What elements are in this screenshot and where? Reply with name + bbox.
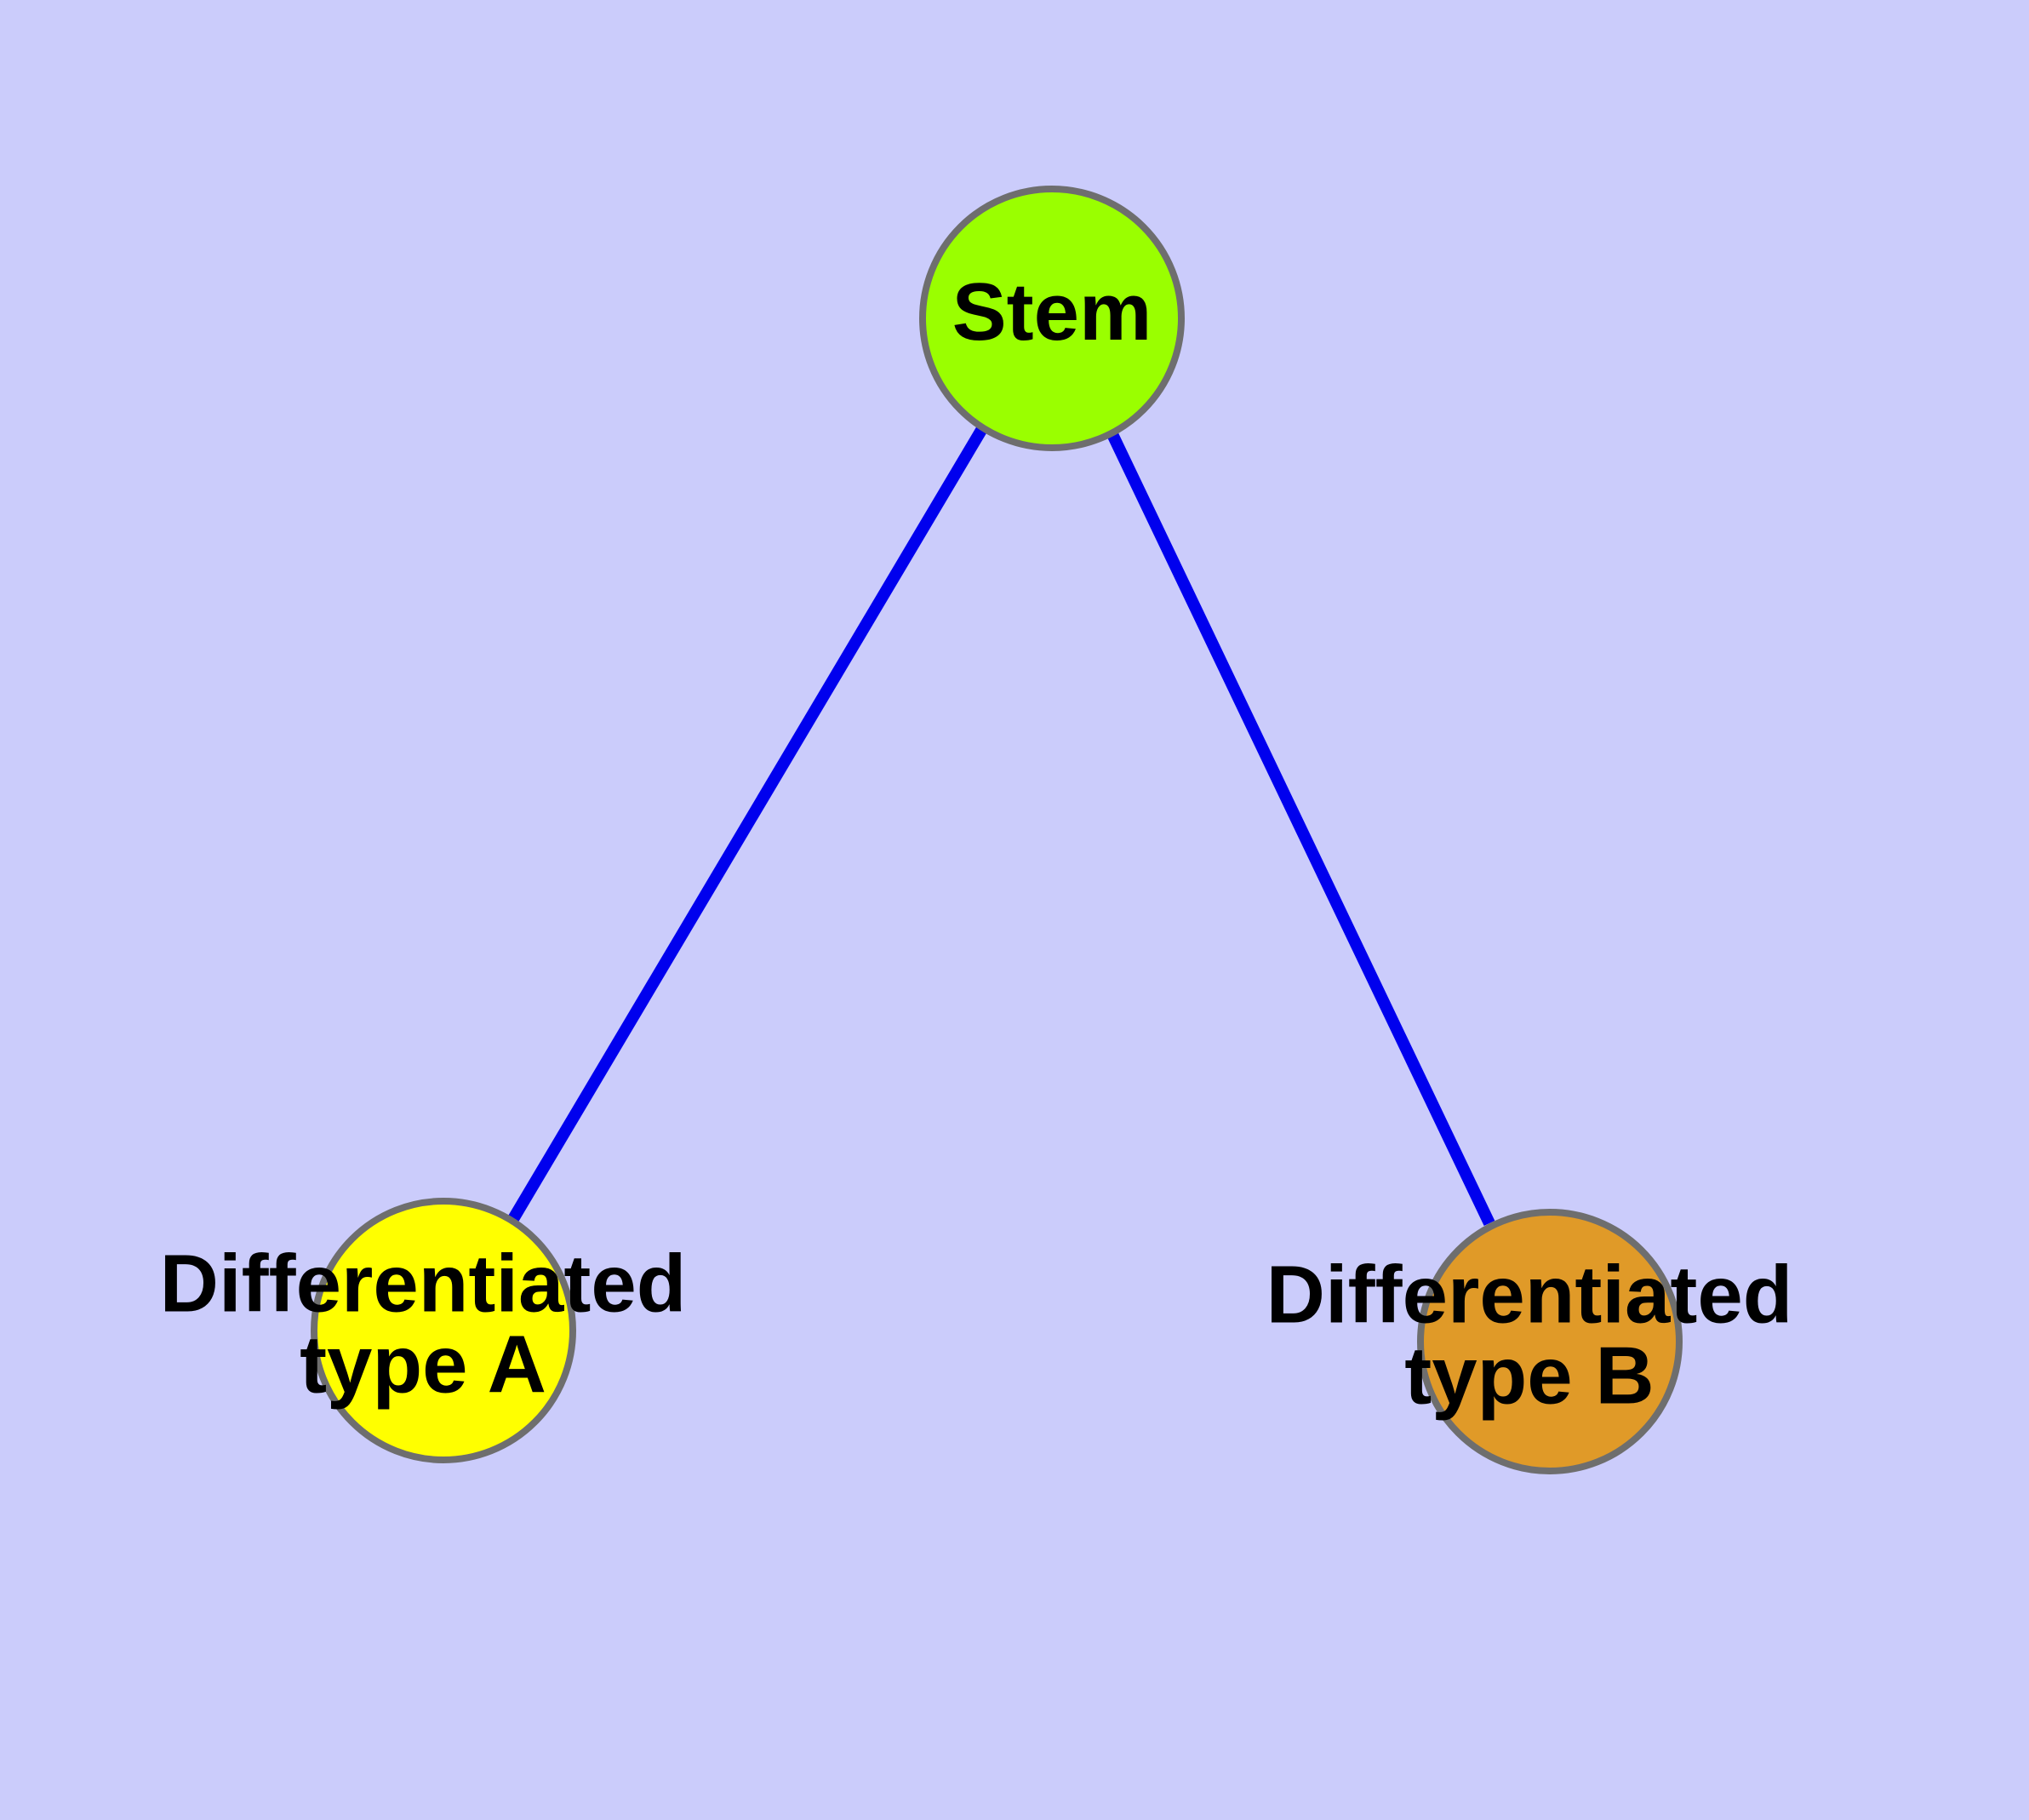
edge-stem-to-differentiated-type-b[interactable] [1106, 429, 1495, 1227]
edge-stem-to-differentiated-type-a[interactable] [505, 424, 989, 1227]
node-label-line: Differentiated [1266, 1250, 1793, 1341]
node-label-line: type B [1404, 1331, 1654, 1422]
node-label-line: Stem [952, 266, 1152, 358]
node-label-line: Differentiated [160, 1239, 687, 1330]
node-layer [311, 186, 1683, 1474]
node-label-stem: Stem [952, 266, 1152, 358]
node-differentiated-type-b[interactable] [1417, 1209, 1683, 1474]
node-differentiated-type-a[interactable] [311, 1198, 576, 1463]
node-label-line: type A [300, 1319, 546, 1411]
node-stem[interactable] [919, 186, 1185, 451]
edge-layer [505, 424, 1495, 1227]
